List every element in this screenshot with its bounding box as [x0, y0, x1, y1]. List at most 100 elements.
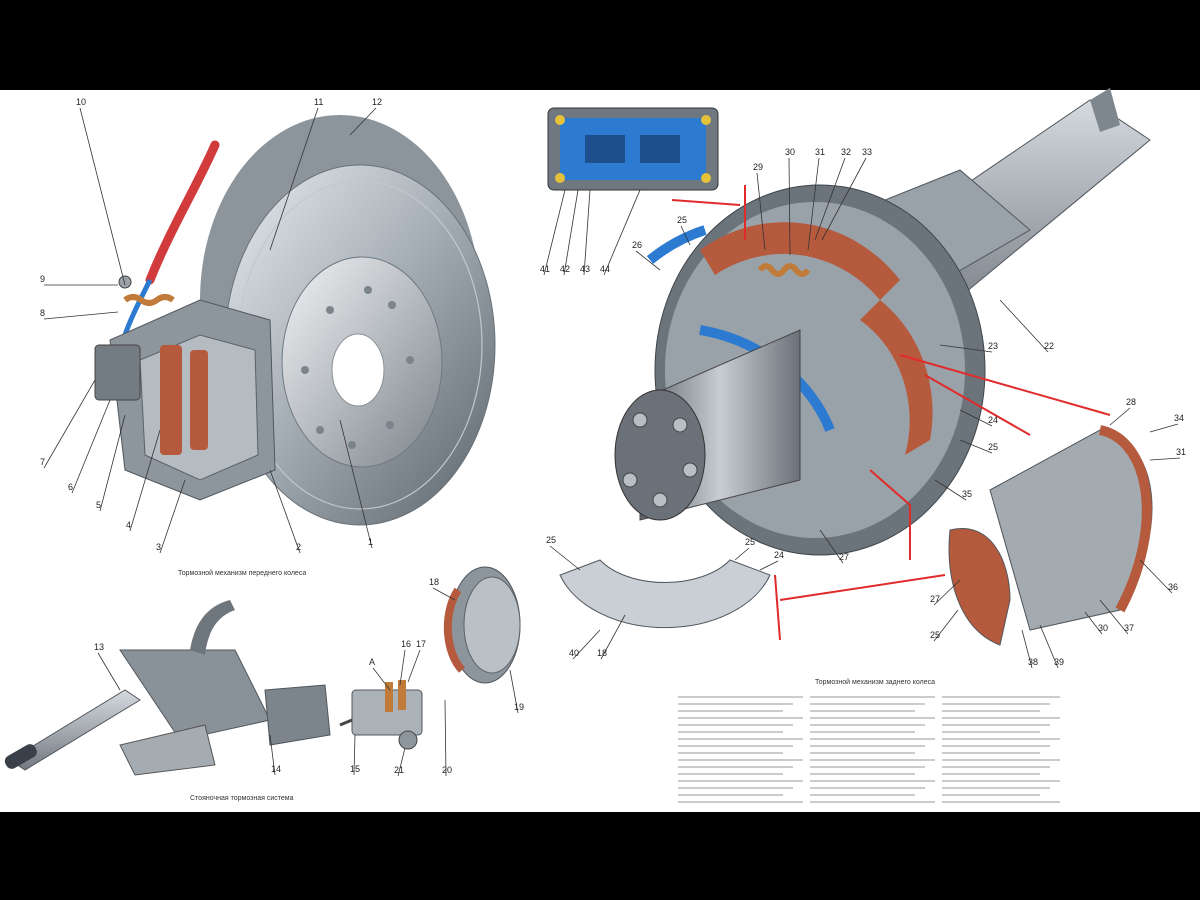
callout-leader [269, 107, 319, 251]
callout-number: 34 [1174, 413, 1184, 423]
callout-leader [269, 469, 301, 554]
lower-shoe [559, 559, 771, 629]
callout-leader [509, 669, 519, 714]
upper-shoe-lining [700, 222, 900, 300]
callout-number: 25 [988, 442, 998, 452]
callout-leader [444, 699, 447, 777]
callout-leader [549, 545, 581, 571]
callout-leader [1149, 423, 1179, 433]
callout-number: 22 [1044, 341, 1054, 351]
callout-leader [759, 560, 779, 571]
callout-number: 29 [753, 162, 763, 172]
callout-leader [1109, 407, 1131, 426]
callout-leader [339, 419, 373, 549]
callout-number: 25 [677, 215, 687, 225]
callout-number: 7 [40, 457, 45, 467]
wheel-cylinder-section [547, 107, 719, 191]
callout-leader [99, 414, 126, 512]
callout-leader [159, 479, 186, 554]
callout-leader [349, 107, 377, 136]
callout-number: 24 [774, 550, 784, 560]
brake-pad-outer [160, 345, 182, 455]
callout-leader [399, 649, 406, 686]
callout-number: 5 [96, 500, 101, 510]
callout-number: 23 [988, 341, 998, 351]
handbrake-caption: Стояночная тормозная система [190, 795, 294, 802]
callout-leader [734, 547, 750, 561]
callout-number: 42 [560, 264, 570, 274]
callout-leader [407, 649, 421, 683]
callout-leader [583, 189, 591, 276]
callout-number: 37 [1124, 623, 1134, 633]
callout-number: 25 [930, 630, 940, 640]
callout-number: 18 [429, 577, 439, 587]
callout-leader [819, 529, 844, 564]
equalizer-unit [339, 680, 423, 750]
hub-bolt-holes [301, 286, 414, 449]
callout-number: 13 [94, 642, 104, 652]
callout-number: 30 [1098, 623, 1108, 633]
callout-leader [1021, 629, 1033, 669]
callout-leader [397, 747, 406, 777]
callout-leader [934, 479, 967, 501]
callout-number: 36 [1168, 582, 1178, 592]
callout-number: 28 [1126, 397, 1136, 407]
callout-leader [939, 344, 993, 353]
callout-number: 30 [785, 147, 795, 157]
callout-number: 38 [1028, 657, 1038, 667]
callout-number: 44 [600, 264, 610, 274]
callout-number: 19 [514, 702, 524, 712]
parts-legend [678, 696, 1060, 803]
callout-number: 31 [815, 147, 825, 157]
callout-leader [563, 189, 579, 276]
callout-leader [1084, 611, 1103, 635]
callout-leader [635, 250, 661, 271]
callout-leader [572, 629, 601, 660]
rear-caption: Тормозной механизм заднего колеса [815, 678, 935, 686]
callout-number: 11 [314, 97, 323, 107]
callout-number: 43 [580, 264, 590, 274]
callout-number: 2 [296, 542, 301, 552]
callout-leader [97, 652, 121, 691]
callout-leader [1099, 599, 1129, 635]
callout-leader [680, 225, 691, 246]
callout-number: 35 [962, 489, 972, 499]
right-shoe-lining [860, 300, 933, 455]
callout-number: 21 [394, 765, 404, 775]
front-caption: Тормозной механизм переднего колеса [178, 569, 306, 577]
callout-number: 32 [841, 147, 851, 157]
callout-leader [959, 409, 993, 427]
brake-hose [145, 140, 220, 285]
callout-leader [432, 587, 456, 601]
callout-leader [71, 399, 111, 494]
hub-bore [331, 333, 385, 407]
callout-number: 20 [442, 765, 452, 775]
callout-leader [269, 734, 276, 776]
callout-number: 16 [401, 639, 411, 649]
callout-number: 33 [862, 147, 872, 157]
loose-shoe [948, 528, 1011, 646]
callout-leader [600, 614, 626, 660]
callout-leader [1139, 559, 1173, 594]
callout-number: 26 [632, 240, 642, 250]
callout-number: 25 [546, 535, 556, 545]
callout-leader [814, 157, 846, 241]
callout-number: 27 [839, 552, 849, 562]
callout-leader [788, 157, 791, 256]
callout-leader [933, 609, 959, 642]
callout-number: 31 [1176, 447, 1186, 457]
callout-number: 1 [368, 537, 373, 547]
callout-number: 8 [40, 308, 45, 318]
callout-number: 25 [745, 537, 755, 547]
callout-leader [372, 667, 391, 691]
callout-number: 12 [372, 97, 382, 107]
callout-number: 3 [156, 542, 161, 552]
callout-number: A [369, 657, 375, 667]
return-spring [757, 263, 811, 277]
